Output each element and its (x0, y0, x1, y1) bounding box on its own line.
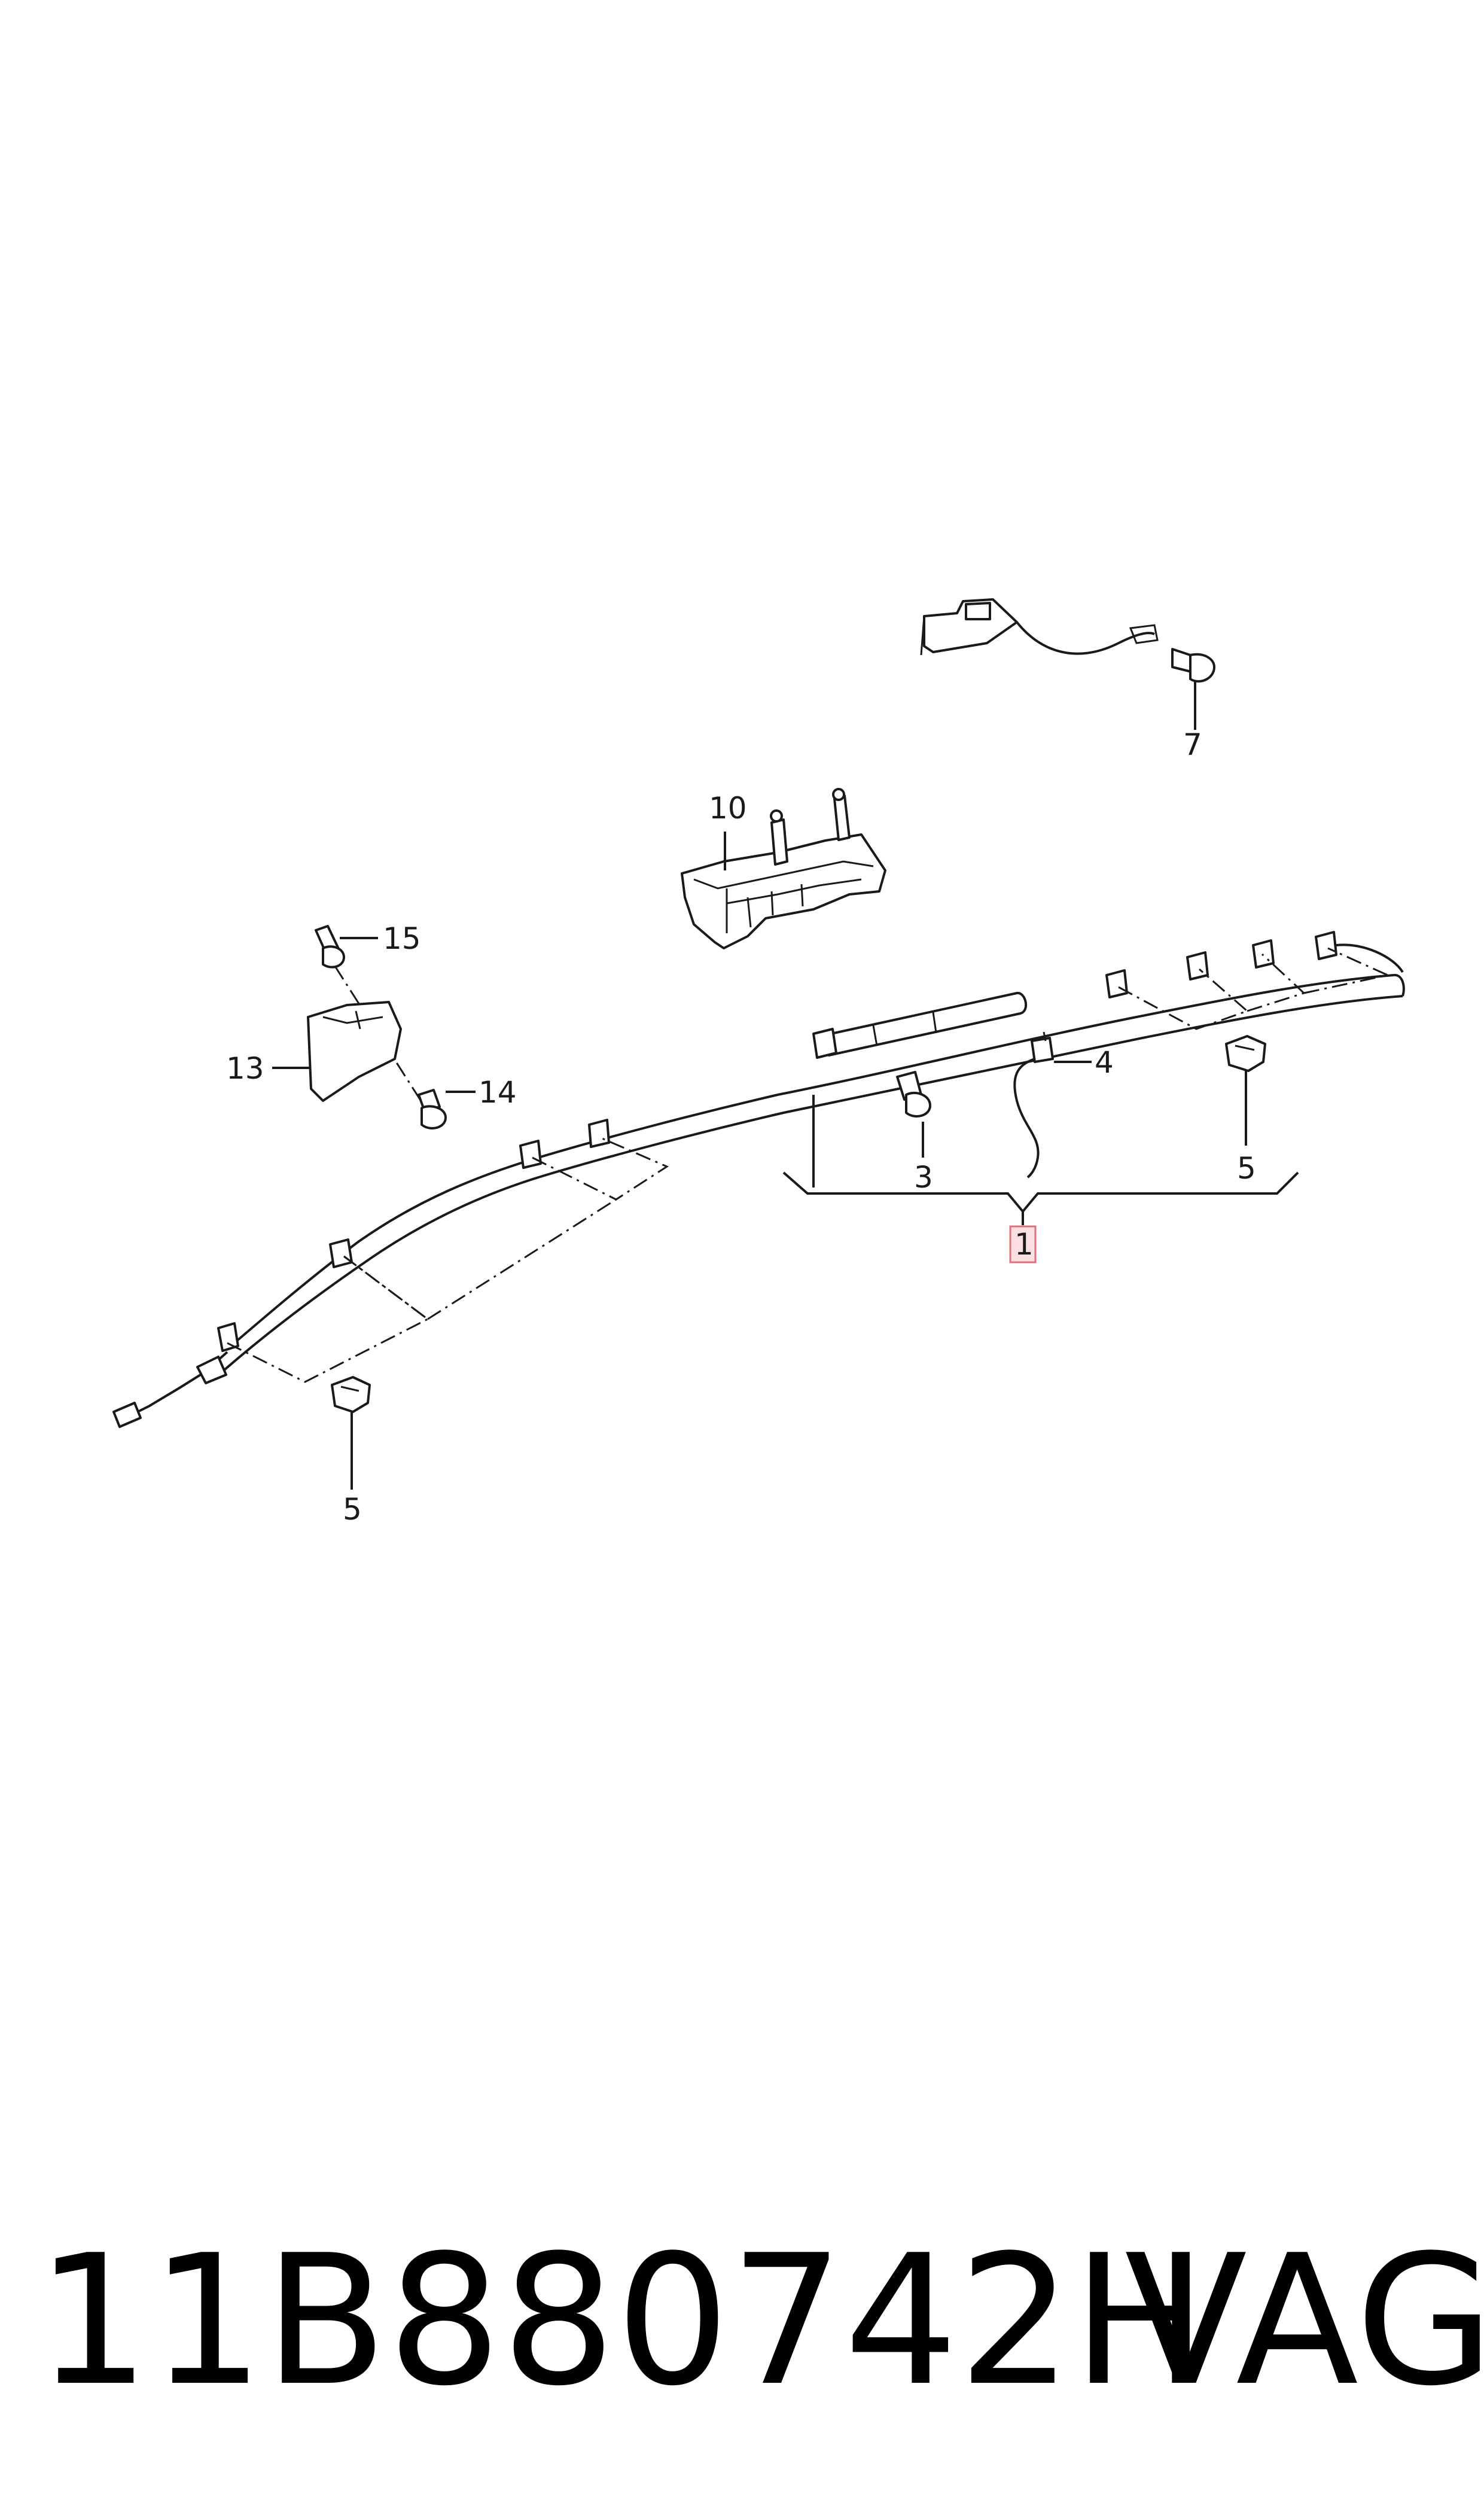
brand-name: VAG (1125, 2216, 1484, 2425)
curtain-airbag (112, 931, 1405, 1428)
callout-4: 4 (1095, 1045, 1114, 1080)
screw-15 (315, 925, 345, 969)
callout-13: 13 (226, 1051, 264, 1086)
screw-14 (418, 1089, 447, 1129)
callout-5-right: 5 (1237, 1151, 1256, 1186)
callout-7: 7 (1183, 727, 1202, 762)
callout-15: 15 (383, 921, 421, 956)
wiring-bracket-part (920, 598, 1159, 656)
screw-7 (1171, 648, 1215, 730)
trim-bracket-13 (307, 1001, 402, 1102)
callout-1-highlight (1009, 1225, 1037, 1263)
screw-3 (896, 1071, 931, 1158)
callout-1: 1 (1014, 1227, 1034, 1262)
mounting-bracket-10 (681, 788, 886, 949)
callout-3: 3 (914, 1160, 933, 1195)
footer: 11B880742H VAG (36, 2213, 1484, 2429)
sensor-lead-4 (1013, 1031, 1092, 1179)
mounting-plane-lines (227, 947, 1391, 1383)
clip-5-right (1225, 1035, 1266, 1146)
clip-5-left (331, 1376, 371, 1490)
group-bracket-1 (782, 1095, 1299, 1225)
callout-5-left: 5 (343, 1492, 362, 1527)
callout-10: 10 (709, 791, 747, 826)
callout-14: 14 (479, 1075, 517, 1110)
part-number: 11B880742H (36, 2216, 1208, 2425)
